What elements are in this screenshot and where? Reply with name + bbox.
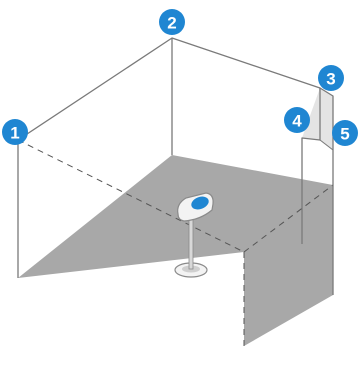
sensor-device xyxy=(174,192,214,278)
marker-2-label: 2 xyxy=(167,14,176,33)
marker-4: 4 xyxy=(284,107,310,133)
marker-2: 2 xyxy=(159,9,185,35)
stand-pole xyxy=(188,213,194,270)
recess-edges xyxy=(301,87,334,244)
marker-5: 5 xyxy=(332,120,358,146)
recess-shaded-wall xyxy=(302,88,333,150)
marker-4-label: 4 xyxy=(292,112,302,131)
marker-3-label: 3 xyxy=(326,70,335,89)
device-cap xyxy=(191,196,209,210)
wall-recess xyxy=(301,87,334,244)
marker-1: 1 xyxy=(2,119,28,145)
marker-3: 3 xyxy=(318,65,344,91)
marker-5-label: 5 xyxy=(340,125,349,144)
marker-1-label: 1 xyxy=(10,124,19,143)
hidden-edges xyxy=(17,139,334,346)
floor xyxy=(18,155,333,346)
